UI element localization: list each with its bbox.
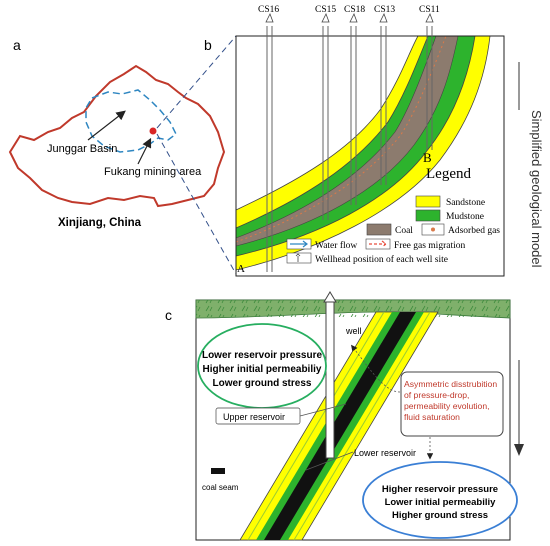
lower-box-line-1: Higher reservoir pressure [382,484,498,495]
section-legend: Legend Sandstone Mudstone Coal Adsorbed … [286,166,500,265]
legend-free-gas: Free gas migration [394,241,465,251]
zoom-connector-top [156,35,237,129]
wells: CS16 CS15 CS18 CS13 CS11 [258,5,440,272]
well-label: CS16 [258,5,279,15]
mine-label: Fukang mining area [104,166,202,178]
legend-coal: Coal [395,226,413,236]
well-cs16: CS16 [258,5,279,272]
well-cs13: CS13 [374,5,395,185]
point-b-label: B [423,150,432,165]
model-inner-line-lower [293,311,431,541]
legend-swatch-mudstone [415,209,441,222]
zoom-connector-bottom [156,133,237,275]
lower-box-line-2: Lower initial permeabiliy [385,497,497,508]
grass-texture [196,300,510,317]
legend-adsorbed-gas: Adsorbed gas [448,226,500,236]
panel-label-c: c [165,307,172,323]
wellhead-icon [295,253,301,262]
legend-water-flow: Water flow [315,240,357,251]
panel-label-a: a [13,37,21,53]
upper-box-line-1: Lower reservoir pressure [202,350,322,361]
region-label: Xinjiang, China [58,217,142,229]
coal-seam-swatch [211,468,225,474]
model-well-head-icon [323,291,337,303]
basin-pointer-arrow [87,110,126,141]
well-label: CS11 [419,5,440,15]
point-a-label: A [237,263,245,275]
asymmetric-box [400,371,504,437]
junggar-basin-outline [85,89,177,153]
legend-mudstone: Mudstone [446,212,484,222]
side-arrow-head-icon [514,444,524,456]
side-label-bg [514,110,550,360]
cross-section [235,35,505,277]
xinjiang-outline [8,64,226,208]
model-coal-layer [264,312,416,540]
mine-pointer-arrow [137,137,152,165]
well-cs15: CS15 [315,5,336,220]
panel-label-b: b [204,37,212,53]
asym-line-3: permeability evolution, [404,401,490,411]
upper-reservoir-label: Upper reservoir [223,412,285,422]
asym-line-1: Asymmetric disstrubition [404,379,497,389]
coal-seam-key-label: coal seam [202,483,239,492]
lower-reservoir-label: Lower reservoir [354,448,416,458]
legend-swatch-free-gas [365,238,391,250]
legend-swatch-wellhead [286,252,312,264]
legend-wellhead: Wellhead position of each well site [315,254,448,265]
asym-line-2: of pressure-drop, [404,390,469,400]
well-label: CS15 [315,5,336,15]
asym-line-4: fluid saturation [404,412,460,422]
legend-title: Legend [426,166,471,182]
lower-reservoir-ellipse [362,461,518,539]
water-flow-arrow-icon [290,240,308,248]
legend-swatch-coal [366,223,392,236]
legend-sandstone: Sandstone [446,198,485,208]
model-inner-line-upper [247,311,385,541]
well-cs18: CS18 [344,5,365,205]
upper-box-line-3: Lower ground stress [213,378,312,389]
free-gas-arrow-icon [369,240,387,248]
lower-reservoir-pointer [305,451,354,471]
legend-swatch-sandstone [415,195,441,208]
well-cs11: CS11 [419,5,440,150]
basin-label: Junggar Basin [47,143,117,155]
model-well-label: well [345,326,362,336]
well-label: CS18 [344,5,365,15]
adsorbed-gas-icon [431,227,435,232]
asym-pointer-up [351,344,401,393]
side-label: Simplified geological model [529,110,544,268]
model-well [325,299,335,459]
mine-marker [149,127,157,135]
lower-box-line-3: Higher ground stress [392,510,488,521]
upper-box-line-2: Higher initial permeabiliy [203,364,322,375]
adsorbed-gas-dots [235,35,447,243]
well-label: CS13 [374,5,395,15]
upper-reservoir-pointer [299,403,347,417]
